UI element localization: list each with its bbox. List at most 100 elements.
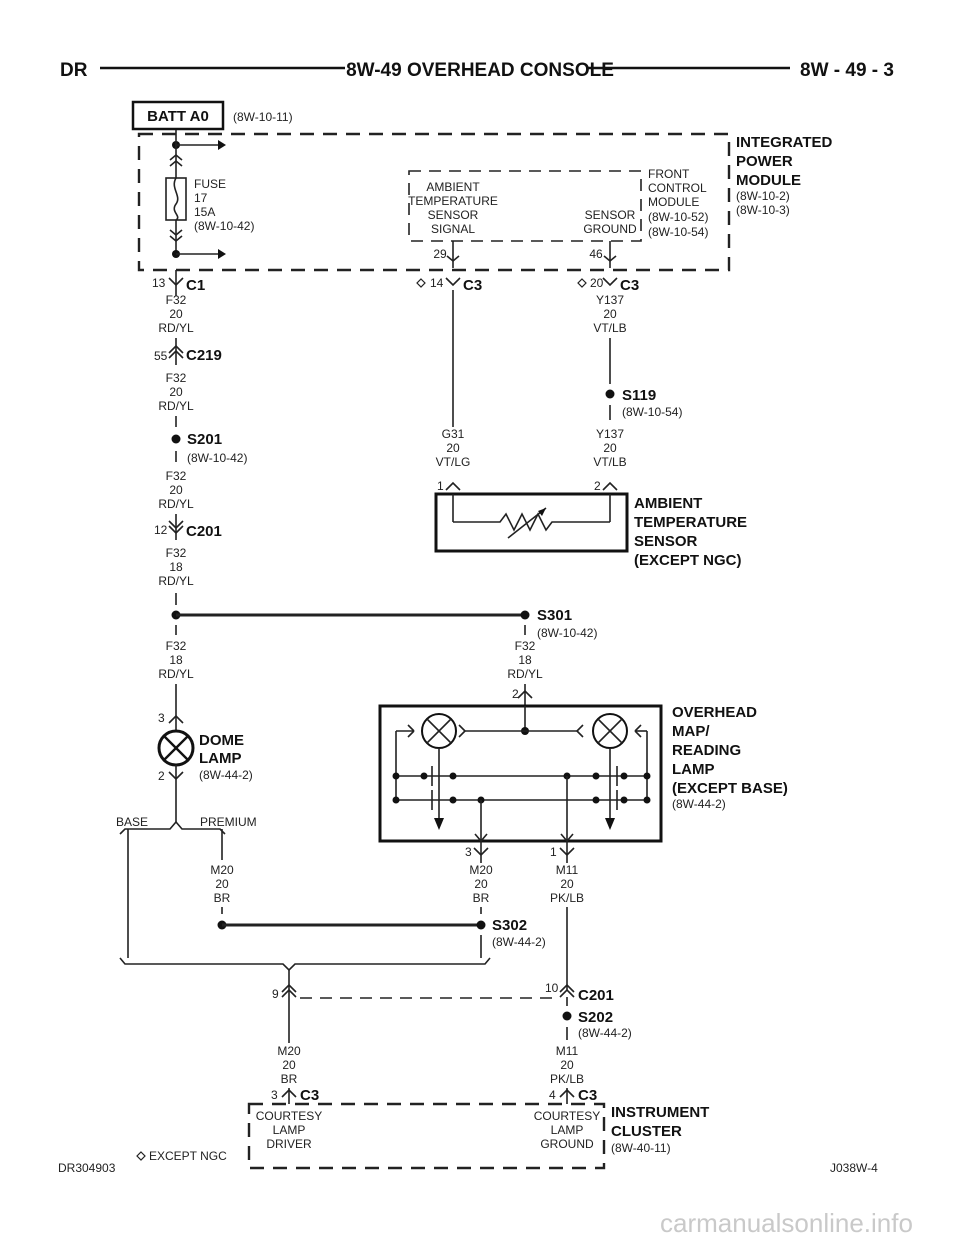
wire-m20c-color: BR [281, 1072, 298, 1086]
wire-f32d-color: RD/YL [158, 574, 194, 588]
connector-icon [445, 277, 461, 287]
ic-drv1: COURTESY [256, 1109, 322, 1123]
wire-f32c-gauge: 20 [169, 483, 183, 497]
except-ngc-diamond-icon [577, 278, 587, 288]
fcm-pin-gnd: 46 [589, 247, 603, 261]
ipm-line2: POWER [736, 153, 793, 170]
ic-l1: INSTRUMENT [611, 1104, 709, 1121]
ic-ref: (8W-40-11) [611, 1141, 671, 1155]
dome-pin-bot: 2 [158, 769, 165, 783]
ambient-temp-sensor-box [434, 492, 629, 553]
ats-l1: AMBIENT [634, 495, 702, 512]
splice-s119-dot [605, 389, 615, 399]
s301-ref: (8W-10-42) [537, 626, 597, 640]
c3c-pin: 3 [271, 1088, 278, 1102]
footer-right: J038W-4 [830, 1161, 878, 1175]
wire-f32b-color: RD/YL [158, 399, 194, 413]
ovh-l3: READING [672, 742, 741, 759]
ovh-l4: LAMP [672, 761, 715, 778]
s302-label: S302 [492, 917, 527, 934]
ovh-pin3: 3 [465, 845, 472, 859]
fcm-l2: CONTROL [648, 181, 707, 195]
s119-label: S119 [622, 387, 656, 404]
wire-y137b-gauge: 20 [603, 441, 617, 455]
wire-f32f-circuit: F32 [515, 639, 536, 653]
premium-label: PREMIUM [200, 815, 257, 829]
ats-l3: SENSOR [634, 533, 698, 550]
ic-gnd1: COURTESY [534, 1109, 600, 1123]
s201-ref: (8W-10-42) [187, 451, 247, 465]
c3c-label: C3 [300, 1087, 319, 1104]
ovh-pin1: 1 [550, 845, 557, 859]
ic-gnd2: LAMP [551, 1123, 584, 1137]
header-title: 8W-49 OVERHEAD CONSOLE [346, 60, 614, 81]
fcm-sig2: TEMPERATURE [408, 194, 498, 208]
ats-l4: (EXCEPT NGC) [634, 552, 742, 569]
wire-m11b-circuit: M11 [556, 1044, 579, 1058]
footer-left: DR304903 [58, 1161, 116, 1175]
wire-f32d-gauge: 18 [169, 560, 183, 574]
splice-s302-dot [476, 920, 486, 930]
ovh-l5: (EXCEPT BASE) [672, 780, 788, 797]
connector-icon [517, 689, 533, 699]
dome-l1: DOME [199, 732, 244, 749]
ovh-pin-top: 2 [512, 687, 519, 701]
dome-ref: (8W-44-2) [199, 768, 253, 782]
batt-ref: (8W-10-11) [233, 110, 293, 124]
s301-label: S301 [537, 607, 572, 624]
c201b-pin-left: 9 [272, 987, 279, 1001]
ipm-box [137, 132, 731, 272]
wire-g31-circuit: G31 [442, 427, 465, 441]
fuse-l3: 15A [194, 205, 215, 219]
ats-pin1: 1 [437, 479, 444, 493]
fcm-gnd1: SENSOR [585, 208, 636, 222]
batt-label: BATT A0 [147, 108, 209, 125]
wire-m11a-circuit: M11 [556, 863, 579, 877]
fcm-l1: FRONT [648, 167, 690, 181]
s202-label: S202 [578, 1009, 613, 1026]
ovh-l2: MAP/ [672, 723, 710, 740]
arrow-right-icon [218, 249, 226, 259]
ovh-ref: (8W-44-2) [672, 797, 726, 811]
wire-y137b-color: VT/LB [593, 455, 626, 469]
watermark: carmanualsonline.info [660, 1208, 913, 1238]
c219-pin: 55 [154, 349, 168, 363]
fcm-pin-sig: 29 [433, 247, 447, 261]
c219-label: C219 [186, 347, 222, 364]
fcm-sig1: AMBIENT [426, 180, 480, 194]
wire-f32b-circuit: F32 [166, 371, 187, 385]
wire-m11b-color: PK/LB [550, 1072, 584, 1086]
fcm-l3: MODULE [648, 195, 699, 209]
fuse-l1: FUSE [194, 177, 226, 191]
connector-icon [281, 983, 297, 993]
thermistor-icon [453, 512, 610, 532]
wire-g31-color: VT/LG [436, 455, 471, 469]
connector-icon [168, 714, 184, 724]
wire-f32e-circuit: F32 [166, 639, 187, 653]
connector-icon [602, 481, 618, 491]
except-ngc-diamond-icon [416, 278, 426, 288]
c3d-label: C3 [578, 1087, 597, 1104]
connector-icon [559, 983, 575, 993]
fcm-gnd2: GROUND [583, 222, 637, 236]
fcm-sig3: SENSOR [428, 208, 479, 222]
ipm-ref1: (8W-10-2) [736, 189, 790, 203]
fcm-box [408, 170, 642, 242]
c3d-pin: 4 [549, 1088, 556, 1102]
wire-f32a-circuit: F32 [166, 293, 187, 307]
wire-f32e-color: RD/YL [158, 667, 194, 681]
s202-ref: (8W-44-2) [578, 1026, 632, 1040]
wire-g31-gauge: 20 [446, 441, 460, 455]
ats-l2: TEMPERATURE [634, 514, 747, 531]
c1-label: C1 [186, 277, 205, 294]
header-page: 8W - 49 - 3 [800, 60, 894, 81]
c1-pin: 13 [152, 276, 166, 290]
wire-f32e-gauge: 18 [169, 653, 183, 667]
wire-y137a-circuit: Y137 [596, 293, 624, 307]
wire-m20a-gauge: 20 [215, 877, 229, 891]
c201a-label: C201 [186, 523, 222, 540]
wire-m20a-circuit: M20 [210, 863, 234, 877]
dome-pin-top: 3 [158, 711, 165, 725]
ipm-ref2: (8W-10-3) [736, 203, 790, 217]
